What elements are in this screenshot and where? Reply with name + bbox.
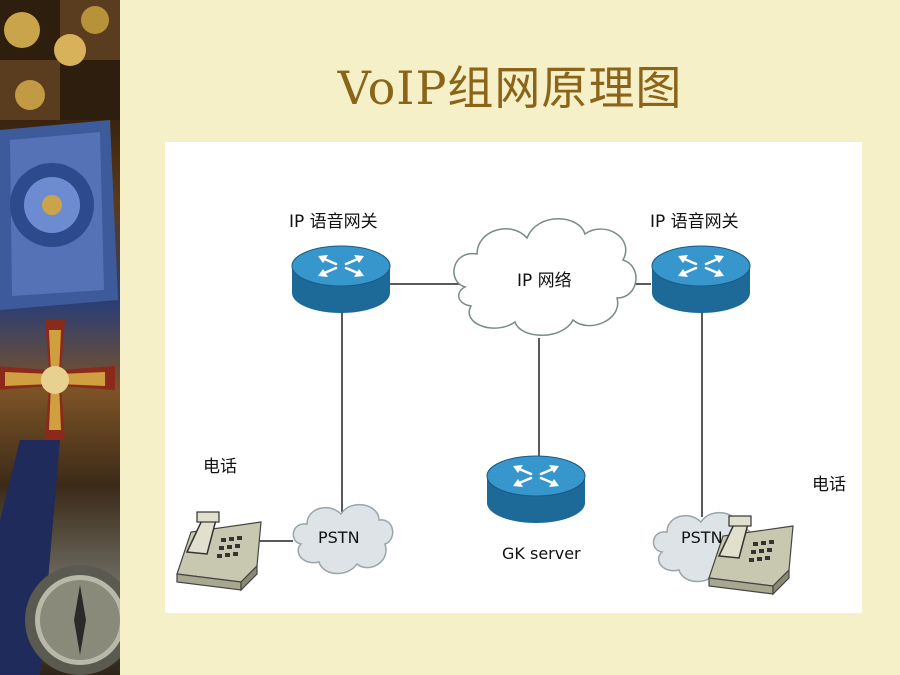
gateway-left-label: IP 语音网关 <box>289 212 378 232</box>
gk-server-label: GK server <box>502 544 581 563</box>
router-icon <box>650 244 752 315</box>
router-icon <box>485 454 587 525</box>
diagram-canvas <box>176 218 794 596</box>
medal-collage-image <box>0 0 120 675</box>
connection-lines <box>258 283 703 542</box>
telephone-icon <box>708 515 794 596</box>
ip-network-label: IP 网络 <box>517 271 572 291</box>
ip-network-cloud-icon <box>453 218 637 336</box>
decorative-sidebar <box>0 0 120 675</box>
pstn-left-label: PSTN <box>318 528 360 547</box>
phone-left-label: 电话 <box>203 457 237 477</box>
phone-right-label: 电话 <box>812 475 846 495</box>
telephone-icon <box>176 511 262 592</box>
slide-title: VoIP组网原理图 <box>337 61 683 115</box>
gateway-right-label: IP 语音网关 <box>650 212 739 232</box>
network-diagram: IP 语音网关 IP 语音网关 IP 网络 GK server PSTN PST… <box>165 142 862 613</box>
router-icon <box>290 244 392 315</box>
pstn-right-label: PSTN <box>681 528 723 547</box>
pstn-left-cloud-icon <box>292 503 394 575</box>
